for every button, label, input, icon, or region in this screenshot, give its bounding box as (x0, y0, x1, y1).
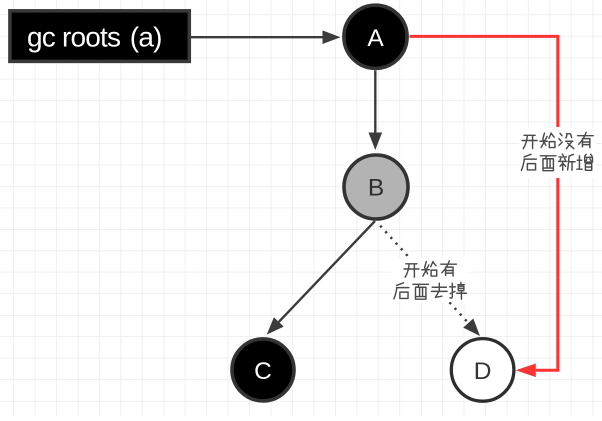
svg-text:A: A (367, 25, 384, 52)
svg-text:B: B (368, 175, 384, 202)
svg-text:D: D (474, 358, 492, 385)
svg-text:gc roots (a): gc roots (a) (27, 21, 162, 52)
svg-text:C: C (254, 358, 272, 385)
